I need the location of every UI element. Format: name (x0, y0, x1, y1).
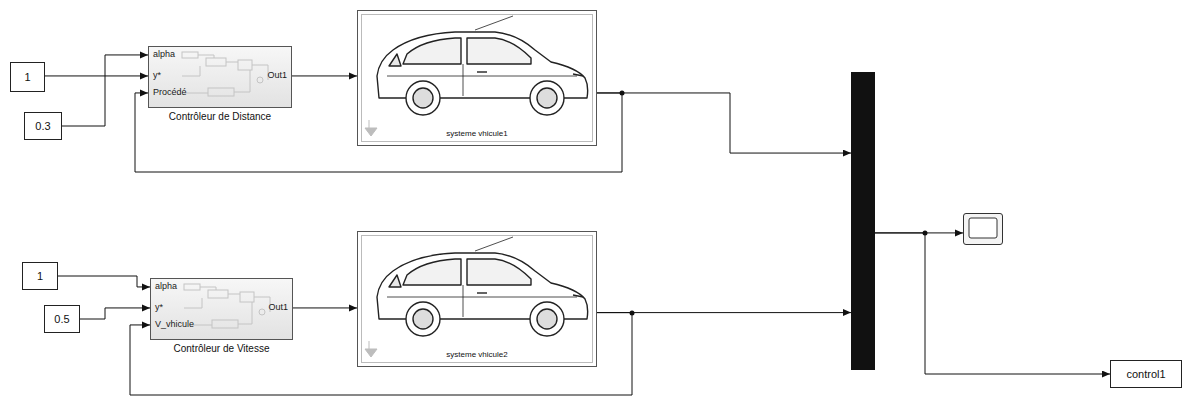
block-label: Contrôleur de Distance (169, 111, 271, 122)
signal-wire (80, 308, 150, 319)
mux-bar (851, 72, 875, 370)
signal-wire (130, 313, 632, 395)
port-label: Out1 (268, 303, 288, 313)
port-label: alpha (153, 50, 175, 60)
signal-wire (292, 75, 357, 76)
vehicle-system-block: systeme vhicule1 (357, 10, 597, 146)
scope-screen (963, 213, 1003, 245)
port-label: y* (153, 71, 161, 81)
signal-wire (58, 276, 150, 287)
subsystem-block: alphay*V_vhiculeOut1Contrôleur de Vitess… (150, 278, 293, 340)
constant-block: 0.5 (44, 305, 80, 333)
constant-block: 1 (10, 62, 45, 92)
workspace-sink-block: control1 (1110, 360, 1182, 388)
port-label: V_vhicule (155, 320, 194, 330)
signal-wire (135, 93, 622, 172)
signal-wire (45, 75, 148, 76)
signal-wire (597, 93, 851, 153)
constant-value: 0.3 (35, 120, 50, 132)
signal-wire (875, 233, 1110, 374)
block-label: systeme vhicule1 (446, 130, 507, 139)
subsystem-body (150, 278, 293, 340)
port-label: Out1 (267, 71, 287, 81)
constant-value: 1 (37, 270, 43, 282)
constant-value: 0.5 (54, 313, 69, 325)
port-label: alpha (155, 282, 177, 292)
block-name: control1 (1126, 368, 1165, 380)
subsystem-block: alphay*ProcédéOut1Contrôleur de Distance (148, 46, 292, 108)
vehicle-system-block: systeme vhicule2 (357, 231, 597, 367)
signal-wire (597, 312, 851, 313)
constant-block: 0.3 (24, 112, 62, 140)
constant-value: 1 (24, 71, 30, 83)
branch-point (620, 91, 928, 316)
subsystem-body (148, 46, 292, 108)
signal-wire (293, 307, 357, 308)
block-label: Contrôleur de Vitesse (174, 343, 270, 354)
constant-block: 1 (22, 262, 58, 290)
port-label: y* (155, 303, 163, 313)
block-label: systeme vhicule2 (446, 351, 507, 360)
car-illustration (365, 237, 588, 357)
scope-block (963, 213, 1003, 245)
car-illustration (365, 16, 588, 136)
port-label: Procédé (153, 88, 187, 98)
